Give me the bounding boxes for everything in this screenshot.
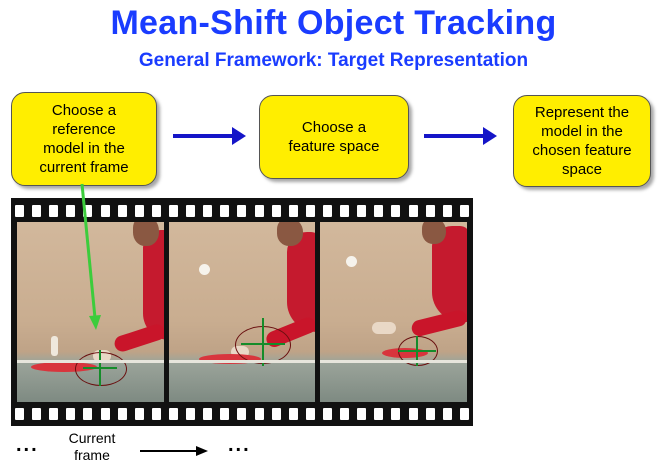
flow-arrow-1-head — [232, 127, 246, 145]
video-frame-1 — [17, 222, 164, 402]
flow-arrow-1-line — [173, 134, 233, 138]
target-ellipse-1 — [75, 352, 127, 386]
ping-pong-ball — [346, 256, 357, 267]
timeline-right-dots: ... — [228, 434, 251, 456]
step-box-represent-model: Represent the model in the chosen featur… — [513, 95, 651, 187]
step-box-reference-model: Choose a reference model in the current … — [11, 92, 157, 186]
video-frame-3 — [320, 222, 467, 402]
timeline-left-dots: ... — [16, 434, 39, 456]
crosshair-1-v — [99, 350, 101, 386]
film-strip — [11, 198, 473, 426]
current-frame-label: Current frame — [68, 430, 116, 463]
crosshair-2-v — [262, 318, 264, 366]
video-frame-2 — [169, 222, 315, 402]
flow-arrow-2-line — [424, 134, 484, 138]
film-sprocket-row-top — [11, 200, 473, 222]
ping-pong-ball — [199, 264, 210, 275]
slide-subtitle: General Framework: Target Representation — [138, 50, 529, 71]
flow-arrow-2-head — [483, 127, 497, 145]
crosshair-3-v — [416, 336, 418, 366]
step-box-feature-space: Choose a feature space — [259, 95, 409, 179]
film-sprocket-row-bottom — [11, 403, 473, 425]
slide-title: Mean-Shift Object Tracking — [110, 4, 557, 42]
